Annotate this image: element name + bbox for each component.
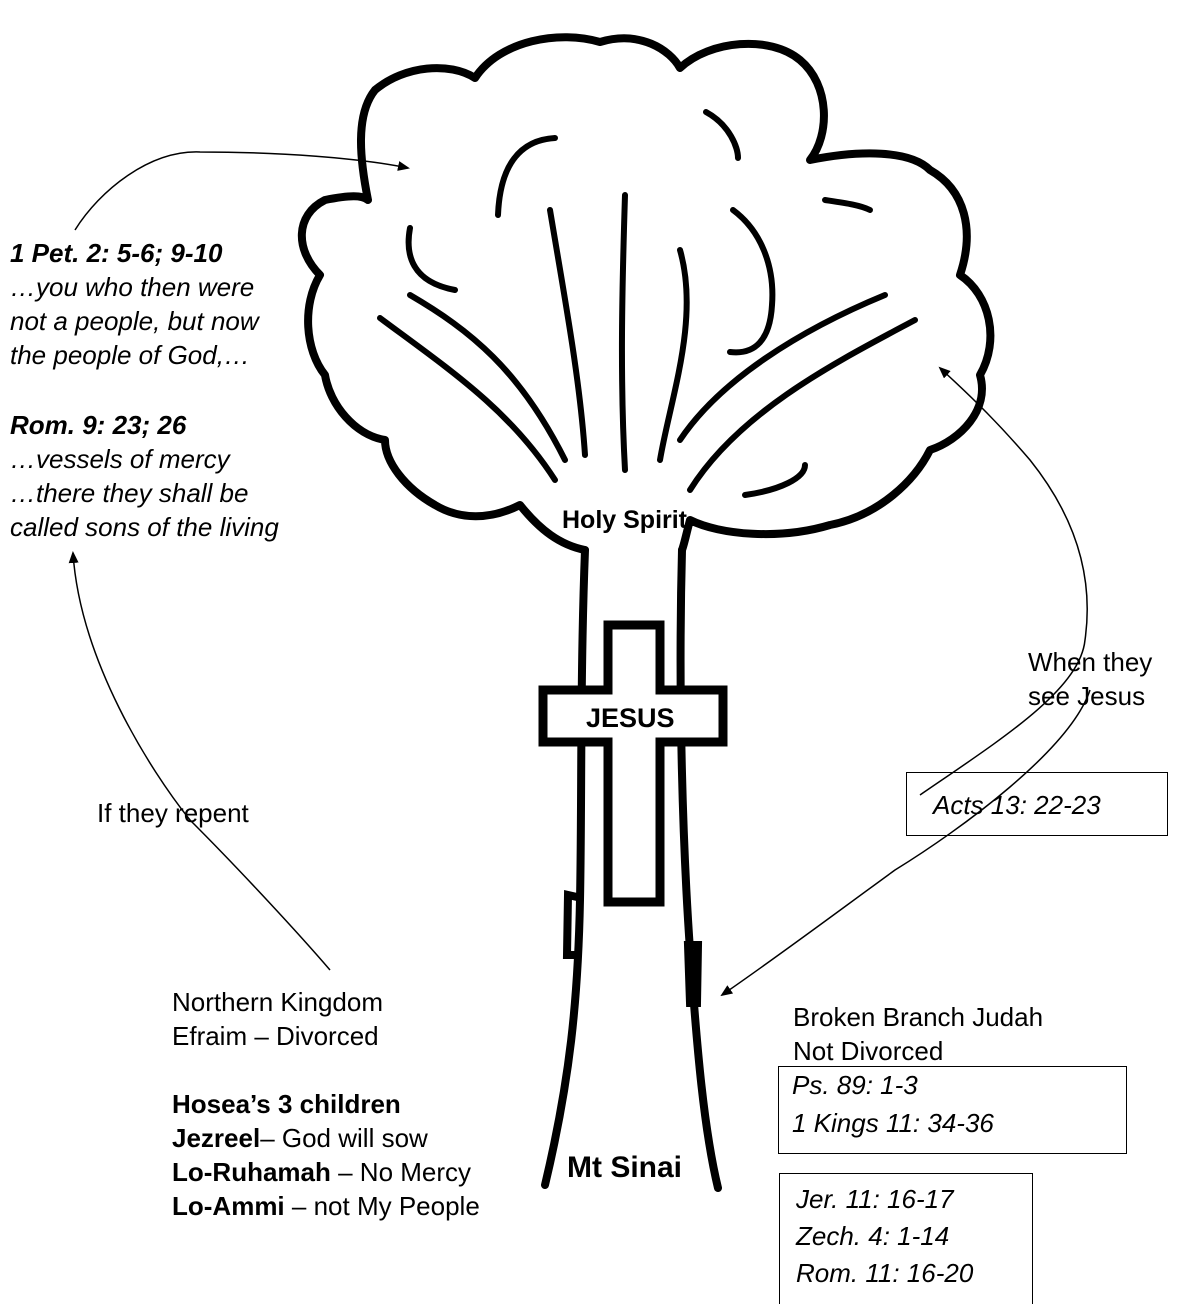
tree-trunk — [541, 546, 722, 1192]
child-name: Lo-Ammi — [172, 1191, 285, 1221]
child-lo-ruhamah: Lo-Ruhamah – No Mercy — [172, 1155, 471, 1189]
child-meaning: – not My People — [284, 1191, 480, 1221]
arrow-to-canopy-left — [74, 151, 410, 231]
peter-text-line-3: the people of God,… — [10, 340, 250, 370]
child-name: Jezreel — [172, 1123, 261, 1153]
northern-kingdom-subtitle: Efraim – Divorced — [172, 1021, 379, 1051]
romans-reference: Rom. 9: 23; 26 — [10, 410, 187, 440]
broken-branch-title: Broken Branch Judah — [793, 1002, 1044, 1032]
arrows — [68, 151, 1091, 997]
child-lo-ammi: Lo-Ammi – not My People — [172, 1189, 480, 1223]
hosea-children-heading: Hosea’s 3 children — [172, 1089, 401, 1119]
judah-ref-1: Ps. 89: 1-3 — [792, 1070, 918, 1100]
more-ref-1: Jer. 11: 16-17 — [796, 1184, 954, 1214]
child-name: Lo-Ruhamah — [172, 1157, 331, 1187]
acts-reference-box — [906, 772, 1168, 836]
child-jezreel: Jezreel– God will sow — [172, 1121, 428, 1155]
if-they-repent-label: If they repent — [97, 798, 249, 828]
northern-kingdom-title: Northern Kingdom — [172, 987, 383, 1017]
romans-text-line-3: called sons of the living — [10, 512, 279, 542]
see-jesus-line-1: When they — [1028, 647, 1153, 677]
romans-text-line-1: …vessels of mercy — [10, 444, 230, 474]
tree-canopy — [297, 33, 995, 554]
mt-sinai-label: Mt Sinai — [567, 1151, 683, 1184]
child-meaning: – God will sow — [260, 1123, 428, 1153]
broken-branch-subtitle: Not Divorced — [793, 1036, 944, 1066]
holy-spirit-label: Holy Spirit — [562, 506, 688, 534]
peter-text-line-1: …you who then were — [10, 272, 255, 302]
arrow-repent-up — [68, 551, 331, 971]
acts-reference: Acts 13: 22-23 — [933, 790, 1101, 820]
cross-shape — [538, 620, 728, 907]
canopy-inner-strokes — [377, 109, 918, 498]
more-ref-3: Rom. 11: 16-20 — [796, 1258, 974, 1288]
romans-text-line-2: …there they shall be — [10, 478, 249, 508]
arrow-to-broken-branch — [720, 689, 1091, 997]
arrow-to-canopy-right — [919, 366, 1088, 796]
judah-ref-2: 1 Kings 11: 34-36 — [792, 1108, 994, 1138]
peter-text-line-2: not a people, but now — [10, 306, 259, 336]
peter-reference: 1 Pet. 2: 5-6; 9-10 — [10, 238, 223, 268]
jesus-label: JESUS — [586, 703, 675, 733]
more-ref-2: Zech. 4: 1-14 — [796, 1221, 950, 1251]
see-jesus-line-2: see Jesus — [1028, 681, 1146, 711]
judah-references-box — [778, 1066, 1127, 1154]
more-references-box — [779, 1173, 1033, 1304]
child-meaning: – No Mercy — [330, 1157, 472, 1187]
